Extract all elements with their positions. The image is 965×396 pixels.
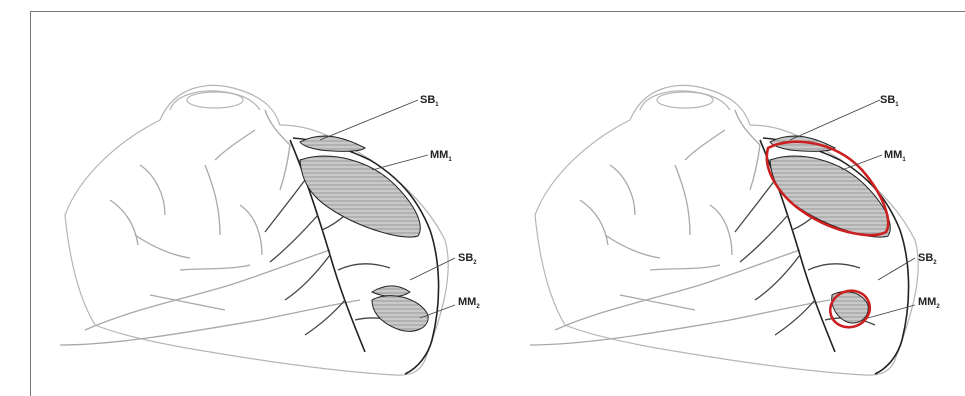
left-mm2-region (372, 296, 428, 332)
right-label-mm2: MM2 (918, 296, 940, 310)
left-label-sb1: SB1 (420, 94, 439, 108)
left-heart-panel: SB1 MM1 SB2 MM2 (60, 85, 480, 375)
left-label-mm2: MM2 (458, 296, 480, 310)
right-heart-panel: SB1 MM1 SB2 MM2 (530, 85, 940, 375)
right-label-mm1: MM1 (884, 149, 906, 163)
left-sb1-region (300, 136, 365, 151)
right-label-sb1: SB1 (880, 94, 899, 108)
left-label-mm1: MM1 (430, 149, 452, 163)
right-label-sb2: SB2 (918, 252, 937, 266)
left-mm1-region (300, 156, 420, 237)
left-sb2-region (372, 286, 410, 297)
left-label-sb2: SB2 (458, 252, 477, 266)
